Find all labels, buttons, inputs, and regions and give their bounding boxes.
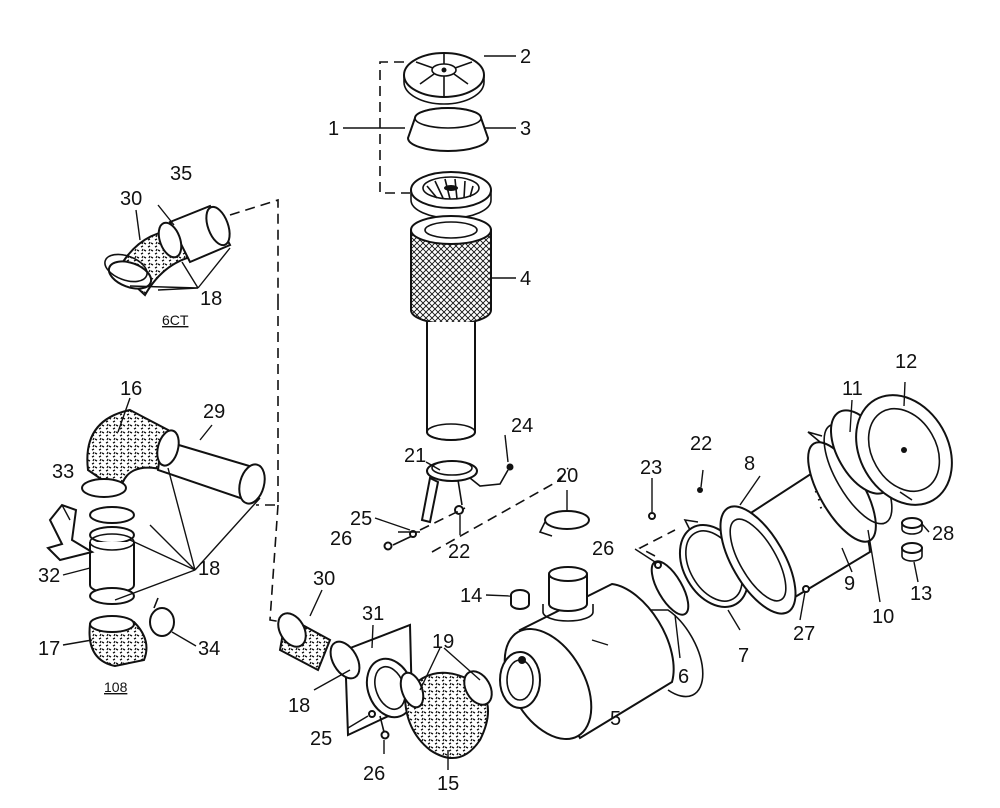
callout-25-upper: 25: [350, 508, 372, 530]
inset-label-6ct: 6CT: [162, 312, 189, 328]
callout-30-6ct: 30: [120, 188, 142, 210]
callout-22-right: 22: [690, 433, 712, 455]
inset-label-108: 108: [104, 679, 128, 695]
precleaner-cap: [403, 52, 485, 105]
bracket-fasteners: [383, 507, 466, 551]
callout-1: 1: [328, 118, 339, 140]
callout-31: 31: [362, 603, 384, 625]
filter-housing: [499, 566, 704, 740]
callout-13: 13: [910, 583, 932, 605]
seal-ring-6: [650, 560, 690, 616]
callout-19: 19: [432, 631, 454, 653]
callout-33: 33: [52, 461, 74, 483]
callout-20: 20: [556, 465, 578, 487]
precleaner-vane-ring: [410, 171, 492, 219]
elbow-hose-15: [399, 670, 493, 759]
plate-fasteners: [368, 710, 390, 740]
wing-nut: [901, 517, 923, 535]
callout-23: 23: [640, 457, 662, 479]
callout-2: 2: [520, 46, 531, 68]
housing-cover: [855, 394, 953, 506]
callout-9: 9: [844, 573, 855, 595]
callout-34: 34: [198, 638, 220, 660]
inlet-tube: [426, 322, 476, 441]
callout-18-center: 18: [288, 695, 310, 717]
callout-26-right: 26: [592, 538, 614, 560]
callout-18-108: 18: [198, 558, 220, 580]
callout-6: 6: [678, 666, 689, 688]
hose-clamp-20: [431, 467, 590, 553]
callout-labels: 1 2 3 4 5 6 7 8 9 10 11 12 13 14 15 16 1…: [38, 46, 954, 795]
cover-nut: [901, 542, 923, 562]
callout-25-lower: 25: [310, 728, 332, 750]
callout-29: 29: [203, 401, 225, 423]
callout-24: 24: [511, 415, 533, 437]
precleaner-stack: [379, 52, 514, 524]
callout-18-6ct: 18: [200, 288, 222, 310]
leader-lines: [61, 55, 930, 770]
callout-15: 15: [437, 773, 459, 795]
dust-valve: [510, 589, 530, 610]
callout-30-center: 30: [313, 568, 335, 590]
callout-22-center: 22: [448, 541, 470, 563]
callout-21: 21: [404, 445, 426, 467]
filter-element: [410, 215, 492, 325]
callout-3: 3: [520, 118, 531, 140]
callout-17: 17: [38, 638, 60, 660]
hose-30-right: [277, 612, 361, 680]
callout-7: 7: [738, 645, 749, 667]
callout-14: 14: [460, 585, 482, 607]
callout-28: 28: [932, 523, 954, 545]
callout-26-left: 26: [330, 528, 352, 550]
inset-108: [46, 300, 283, 668]
callout-26-bottom: 26: [363, 763, 385, 785]
callout-5: 5: [610, 708, 621, 730]
precleaner-bowl: [406, 107, 490, 152]
inset-6ct: [104, 198, 279, 300]
callout-8: 8: [744, 453, 755, 475]
callout-11: 11: [842, 378, 863, 400]
band-fasteners: [638, 487, 703, 569]
callout-12: 12: [895, 351, 917, 373]
pipe-support-bracket: [420, 460, 514, 524]
callout-27: 27: [793, 623, 815, 645]
callout-35: 35: [170, 163, 192, 185]
callout-32: 32: [38, 565, 60, 587]
callout-16: 16: [120, 378, 142, 400]
callout-4: 4: [520, 268, 531, 290]
callout-10: 10: [872, 606, 894, 628]
